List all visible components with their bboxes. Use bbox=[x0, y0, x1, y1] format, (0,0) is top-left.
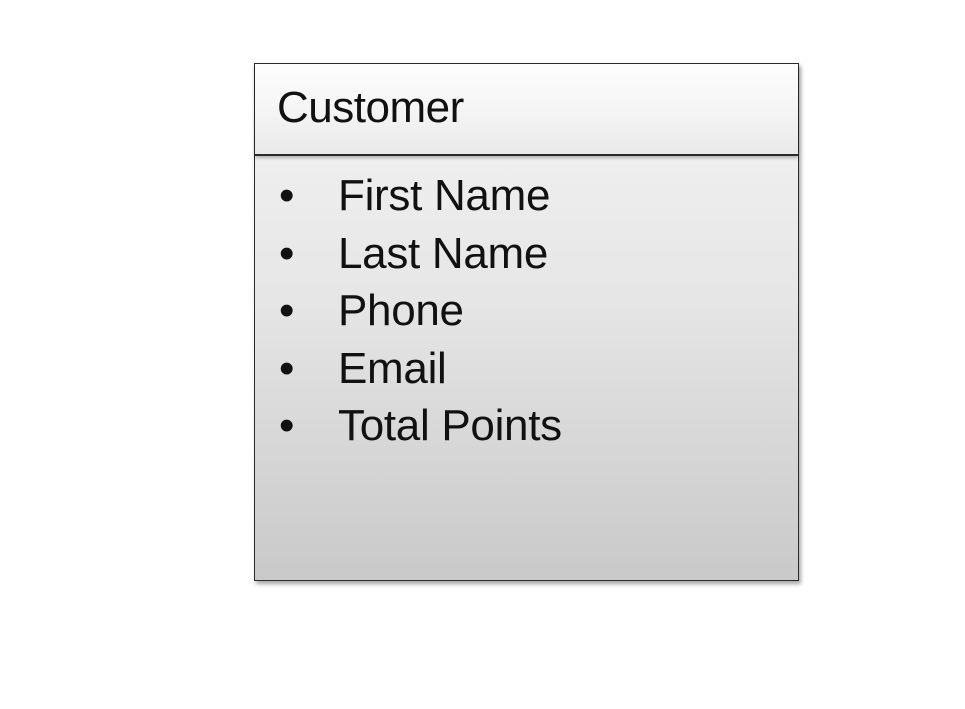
attribute-email: Email bbox=[338, 343, 447, 393]
attribute-phone: Phone bbox=[338, 286, 464, 335]
bullet-icon: • bbox=[279, 401, 295, 450]
bullet-icon: • bbox=[279, 286, 295, 335]
attribute-last-name: Last Name bbox=[338, 228, 549, 278]
bullet-icon: • bbox=[279, 171, 295, 220]
customer-entity-box: Customer • First Name • Last Name • Phon… bbox=[254, 63, 799, 581]
attribute-total-points: Total Points bbox=[338, 401, 562, 450]
attribute-first-name: First Name bbox=[338, 171, 551, 220]
bullet-icon: • bbox=[279, 343, 295, 393]
entity-header: Customer bbox=[255, 64, 798, 156]
entity-title: Customer bbox=[277, 83, 464, 132]
bullet-icon: • bbox=[279, 228, 295, 278]
